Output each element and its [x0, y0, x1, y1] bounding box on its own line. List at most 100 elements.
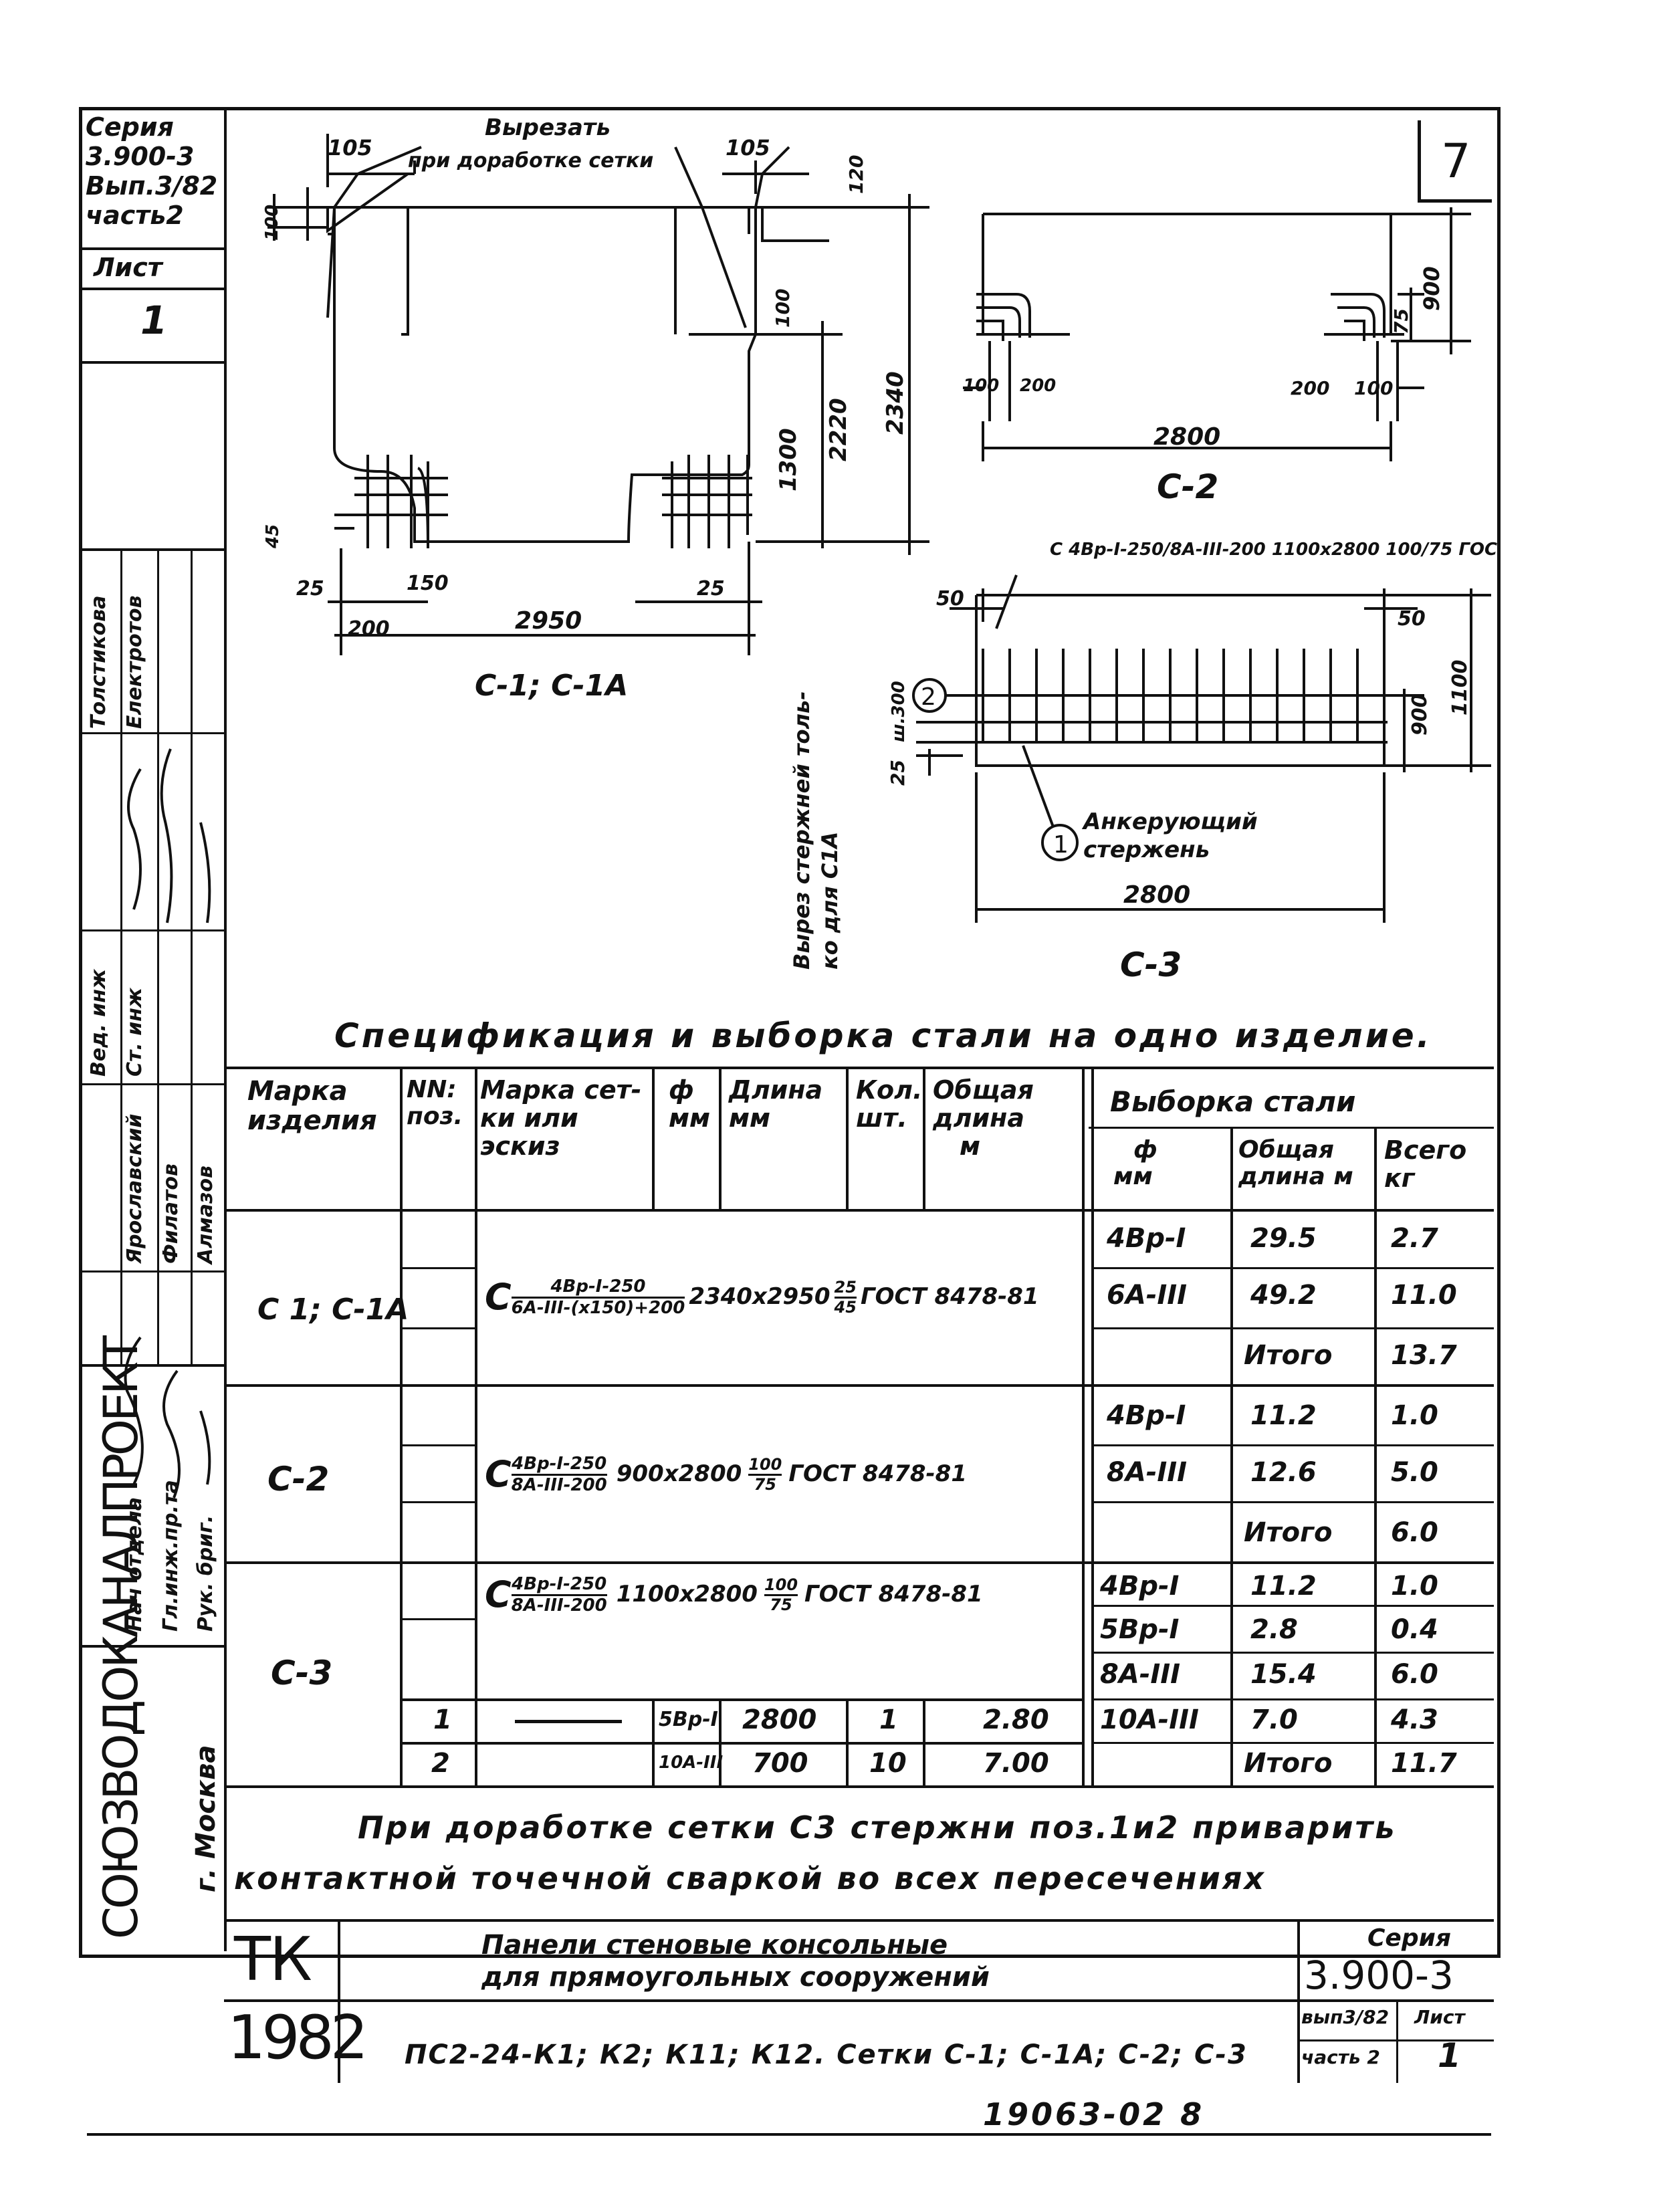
c3-dim-50-right: 50	[1398, 607, 1426, 631]
hdr-net: Марка сет- ки или эскиз	[480, 1076, 641, 1160]
row-c1-steel-0-kg: 2.7	[1391, 1223, 1438, 1254]
series-stamp-line-3: Вып.3/82	[86, 171, 218, 201]
handwritten-signatures	[124, 748, 211, 1499]
sheet-frame	[79, 107, 1501, 1958]
row-c3-formula: С 4Вр-I-250 8А-III-200 1100х2800 100 75 …	[485, 1575, 983, 1615]
row-c1-steel-2-len: Итого	[1244, 1340, 1333, 1371]
c1-side-note-1: Вырез стержней толь-	[789, 691, 814, 970]
row-c2-rest: 900х2800	[616, 1460, 742, 1488]
c1-dim-2340: 2340	[882, 371, 909, 435]
city-moscow: г. Москва	[191, 1745, 221, 1892]
hdr-total: Общая длина м	[933, 1075, 1034, 1160]
c1-dim-105-right: 105	[726, 135, 770, 160]
c3-dim-25: 25	[887, 760, 909, 786]
hdr-sel-kg-line-1: Всего	[1384, 1135, 1467, 1165]
c3-position-1: 1	[1053, 831, 1069, 859]
row-c2-steel-0-kg: 1.0	[1391, 1400, 1438, 1431]
c2-dim-200-right: 200	[1291, 377, 1329, 399]
c1-dim-2220: 2220	[825, 398, 852, 461]
c1-dim-45: 45	[263, 524, 283, 549]
c3-anchor-label-2: стержень	[1083, 837, 1210, 863]
sel-sub-5	[1091, 1605, 1494, 1607]
c1-title: С-1; С-1А	[475, 669, 628, 703]
page-number: 7	[1441, 134, 1471, 189]
c3-formula: С 4Вр-I-250/8А-III-200 1100х2800 100/75 …	[1050, 540, 1498, 560]
name-tolstikova: Толстикова	[87, 595, 110, 729]
c3-item-1-qty: 1	[879, 1704, 898, 1735]
title-year: 1982	[227, 2003, 368, 2073]
row-c3-steel-1-len: 2.8	[1250, 1614, 1298, 1645]
table-header-bottom	[224, 1209, 1494, 1212]
hdr-mark: Марка изделия	[247, 1077, 377, 1135]
c1-dim-100-left: 100	[262, 205, 282, 241]
row-c2-steel-1-kg: 5.0	[1391, 1457, 1438, 1488]
title-chast: часть 2	[1301, 2046, 1380, 2068]
c3-item-2-pos: 2	[431, 1748, 450, 1779]
c3-item-1-dia: 5Вр-I	[659, 1708, 718, 1731]
title-line3: ПС2-24-К1; К2; К11; К12. Сетки С-1; С-1А…	[405, 2039, 1248, 2070]
row-c1-steel-0-dia: 4Вр-I	[1107, 1223, 1186, 1254]
row-c3-steel-4-kg: 11.7	[1391, 1748, 1457, 1779]
left-column-divider	[224, 107, 227, 1951]
row-c2-steel-1-len: 12.6	[1250, 1457, 1317, 1488]
sel-sub-3	[1091, 1444, 1494, 1446]
c3-item-2-qty: 10	[869, 1748, 907, 1779]
sig-row-4	[80, 1270, 224, 1273]
footer-number: 19063-02 8	[983, 2096, 1205, 2132]
hdr-len-line-1: Длина	[729, 1075, 823, 1105]
row-c1-fraction: 4Вр-I-250 6А-III-(х150)+200	[511, 1277, 685, 1318]
row-c3-steel-3-kg: 4.3	[1391, 1704, 1438, 1735]
c2-dim-900: 900	[1419, 266, 1444, 311]
title-block-top	[224, 1919, 1494, 1922]
sig-row-2	[80, 929, 224, 931]
stamp-divider-1	[80, 247, 224, 250]
table-top-line	[224, 1067, 1494, 1069]
c3-item-1-sketch-line	[515, 1720, 622, 1723]
row-c3-rest: 1100х2800	[616, 1581, 758, 1608]
col-dia-right	[719, 1067, 722, 1209]
c3-dim-50-left: 50	[936, 587, 964, 611]
hdr-total-line-1: Общая	[933, 1075, 1034, 1105]
row-c1-steel-1-dia: 6А-III	[1107, 1280, 1188, 1311]
row-c2-c: С	[485, 1453, 512, 1496]
row-c1-den: 6А-III-(х150)+200	[511, 1297, 685, 1318]
title-desc: Панели стеновые консольные для прямоугол…	[481, 1929, 990, 1993]
hdr-sel-kg: Всего кг	[1384, 1135, 1467, 1193]
sheet-number: 1	[140, 298, 168, 343]
row-c3-steel-1-kg: 0.4	[1391, 1614, 1438, 1645]
row-c3-c: С	[485, 1573, 512, 1616]
drawing-c3: 2 1 50 50 ш.300 25 900 1100 2800 Анкерую…	[887, 540, 1498, 984]
row-c2-den: 8А-III-200	[511, 1474, 607, 1495]
series-stamp-line-1: Серия	[86, 112, 174, 142]
row-c2-mark: С-2	[267, 1460, 330, 1499]
hdr-selection: Выборка стали	[1110, 1085, 1356, 1118]
c3-dim-sh300: ш.300	[889, 681, 909, 742]
row-c3-steel-3-len: 7.0	[1250, 1704, 1298, 1735]
pos-sub-5	[400, 1618, 475, 1620]
sel-sub-7	[1091, 1698, 1494, 1700]
title-block-tk-right	[338, 1919, 340, 2083]
c3-dim-2800: 2800	[1123, 881, 1190, 909]
table-bottom-line	[224, 1785, 1494, 1788]
c1-dim-150: 150	[407, 572, 449, 595]
row-c3-steel-0-kg: 1.0	[1391, 1571, 1438, 1601]
sel-sub-2	[1091, 1327, 1494, 1329]
row-c1-steel-2-kg: 13.7	[1391, 1340, 1457, 1371]
c3-title: С-3	[1120, 946, 1182, 984]
role-ved-inzh: Вед. инж	[87, 969, 110, 1077]
hdr-pos: NN: поз.	[407, 1077, 463, 1129]
hdr-dia: ф мм	[669, 1076, 710, 1133]
hdr-pos-line-1: NN:	[407, 1076, 457, 1103]
row-c3-steel-1-dia: 5Вр-I	[1100, 1614, 1180, 1645]
sel-sub-1	[1091, 1267, 1494, 1269]
pos-sub-3	[400, 1444, 475, 1446]
row-c1-formula: С 4Вр-I-250 6А-III-(х150)+200 2340х2950 …	[485, 1277, 1039, 1317]
row-c1-mark: С 1; С-1А	[257, 1293, 409, 1327]
title-vyp: вып3/82	[1301, 2006, 1390, 2028]
sel-sub-8	[1091, 1742, 1494, 1744]
stamp-divider-3	[80, 361, 224, 364]
row-c3-steel-2-kg: 6.0	[1391, 1659, 1438, 1690]
hdr-total-line-2: длина	[933, 1103, 1025, 1133]
spec-title: Спецификация и выборка стали на одно изд…	[334, 1016, 1432, 1055]
pos-sub-2	[400, 1327, 475, 1329]
